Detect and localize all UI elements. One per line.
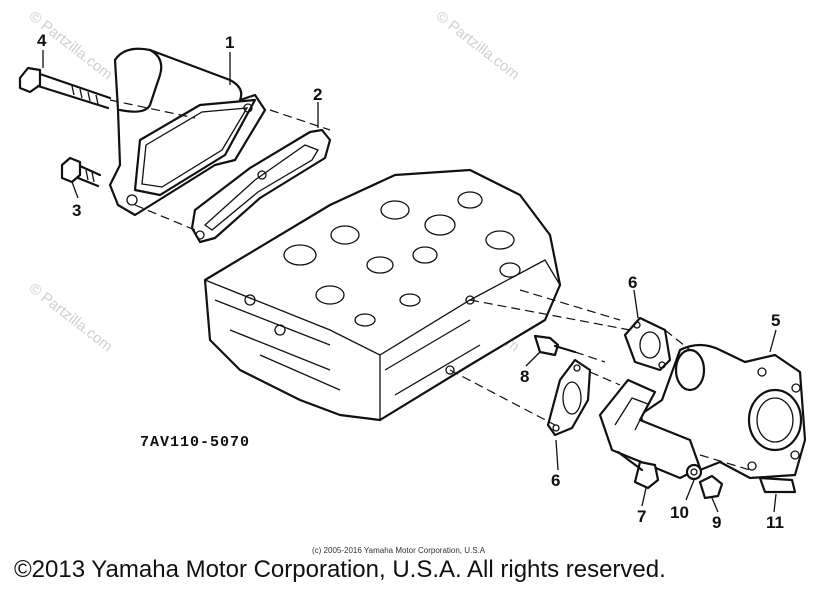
callout-4: 4 [37, 31, 47, 50]
leader-lines [42, 50, 777, 513]
callout-6-upper: 6 [628, 273, 637, 292]
callout-9: 9 [712, 513, 721, 532]
callout-5: 5 [771, 311, 780, 330]
bolt-short [60, 156, 102, 188]
cylinder-head [203, 168, 562, 422]
callout-11: 11 [766, 513, 784, 532]
watermark-text: © Partzilla.com [433, 8, 523, 84]
bolt-long [18, 66, 112, 110]
callout-8: 8 [520, 367, 529, 386]
assembly-lines [109, 99, 751, 471]
callout-3: 3 [72, 201, 81, 220]
callout-1: 1 [225, 33, 234, 52]
callout-labels: 1 2 3 4 5 6 6 7 8 9 10 11 [37, 31, 784, 532]
callout-7: 7 [637, 507, 646, 526]
watermark-text: © Partzilla.com [26, 280, 116, 356]
part-code-label: 7AV110-5070 [140, 434, 250, 451]
callout-6-lower: 6 [551, 471, 560, 490]
outlet-gasket-upper [623, 316, 672, 372]
stud-bolt [533, 334, 577, 357]
thermostat-gasket [190, 128, 332, 244]
outlet-flange [598, 378, 702, 480]
thermostat-cover [108, 47, 267, 217]
callout-2: 2 [313, 85, 322, 104]
source-notice: (c) 2005-2016 Yamaha Motor Corporation, … [312, 546, 486, 555]
fasteners-lower [616, 450, 797, 500]
callout-10: 10 [670, 503, 689, 522]
outlet-gasket-lower [546, 358, 592, 437]
copyright-notice: ©2013 Yamaha Motor Corporation, U.S.A. A… [14, 556, 666, 583]
